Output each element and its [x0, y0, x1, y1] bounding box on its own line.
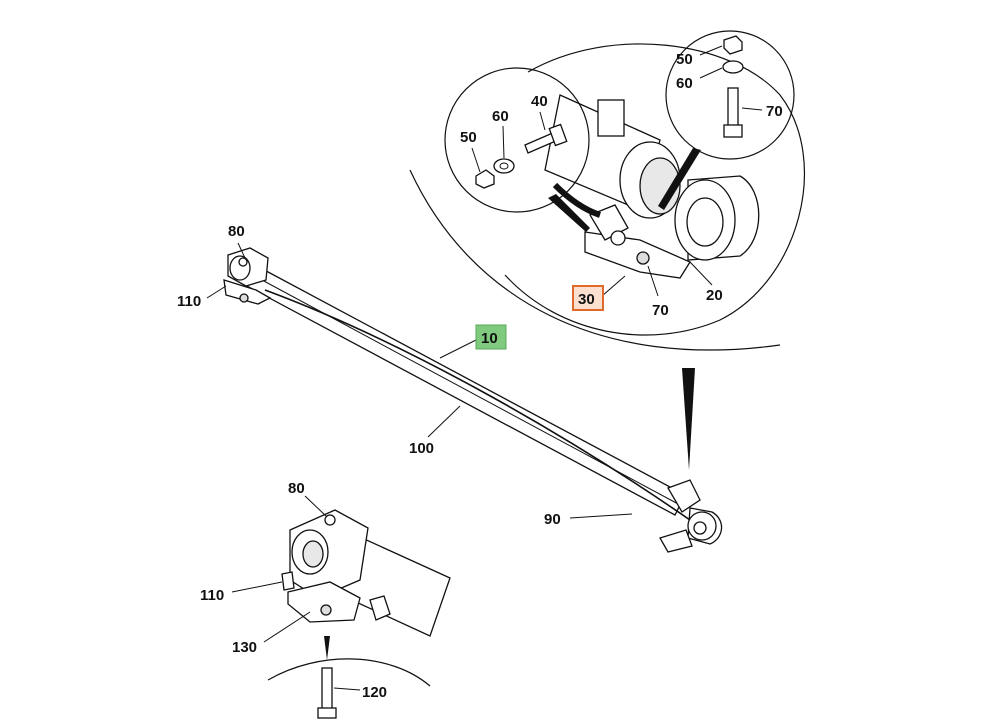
bottom-detail-cylinder — [281, 509, 451, 637]
nut-50-left — [475, 169, 495, 189]
label-80-bottom: 80 — [288, 480, 305, 497]
main-hose-line — [264, 289, 691, 521]
highlight-30-box — [572, 285, 604, 311]
detail-cylinder-body — [544, 94, 681, 219]
detail-bracket — [584, 204, 691, 279]
leader-20 — [689, 261, 713, 286]
label-80-top: 80 — [228, 223, 245, 240]
detail-circle-right — [665, 30, 795, 160]
bottom-detail-arc — [267, 658, 431, 687]
leader-40 — [539, 111, 546, 131]
detail-right-pointer — [658, 148, 701, 210]
detail-hose — [552, 182, 602, 218]
leader-130 — [263, 611, 311, 643]
label-70-top: 70 — [766, 103, 783, 120]
leader-110-bottom — [231, 581, 283, 593]
leader-80-bottom — [304, 495, 327, 517]
label-90: 90 — [544, 511, 561, 528]
label-110-bottom: 110 — [200, 587, 224, 604]
label-70-bracket: 70 — [652, 302, 669, 319]
leader-70-top — [741, 107, 763, 111]
nut-50-top — [723, 35, 743, 55]
bolt-40-part — [524, 123, 568, 154]
leader-100 — [427, 405, 461, 438]
detail-port-block — [597, 99, 625, 137]
detail-view-arc — [409, 169, 781, 351]
label-50-left: 50 — [460, 129, 477, 146]
main-cylinder — [244, 264, 691, 521]
leader-60-top — [699, 67, 723, 79]
bolt-70-part — [723, 87, 743, 138]
detail-left-pointer — [548, 194, 590, 232]
leader-120 — [333, 687, 361, 691]
label-120: 120 — [362, 684, 387, 701]
highlight-10-box — [475, 324, 507, 350]
label-30: 30 — [578, 291, 595, 308]
leader-70-bracket — [647, 265, 659, 297]
label-60-left: 60 — [492, 108, 509, 125]
detail-clevis-eye — [674, 175, 760, 261]
label-100: 100 — [409, 440, 434, 457]
detail-pointer-arrow — [682, 368, 695, 470]
bolt-120-part — [317, 667, 337, 719]
leader-10 — [439, 339, 477, 359]
detail-view-outer-circle — [504, 43, 806, 336]
label-60-top: 60 — [676, 75, 693, 92]
label-50-top: 50 — [676, 51, 693, 68]
leader-110-top — [206, 285, 227, 299]
leader-30 — [601, 275, 626, 297]
label-130: 130 — [232, 639, 257, 656]
washer-60-left-hole — [499, 162, 509, 170]
washer-60-top — [722, 60, 744, 74]
leader-80-top — [237, 242, 246, 259]
label-10: 10 — [481, 330, 498, 347]
leader-50-left — [471, 147, 481, 173]
leader-90 — [569, 513, 633, 519]
leader-60-left — [502, 125, 505, 159]
washer-60-left — [493, 158, 515, 174]
rod-end-eye — [659, 479, 723, 553]
top-end-block — [223, 247, 272, 305]
label-110-top: 110 — [177, 293, 201, 310]
label-40: 40 — [531, 93, 548, 110]
leader-50-top — [699, 45, 723, 56]
label-20: 20 — [706, 287, 723, 304]
detail-circle-left — [444, 67, 590, 213]
bottom-pointer-arrow — [324, 636, 330, 660]
